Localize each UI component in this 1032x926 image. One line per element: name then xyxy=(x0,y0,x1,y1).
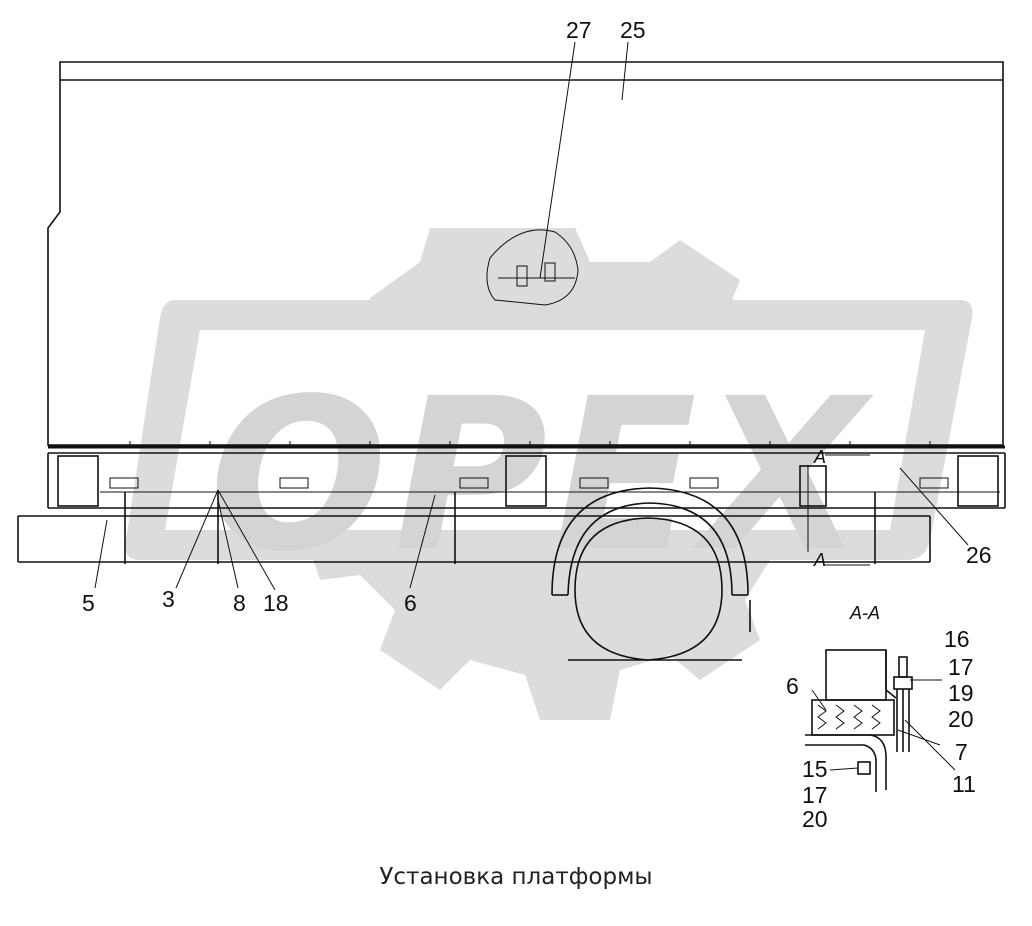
callout-6: 6 xyxy=(404,590,417,616)
section-callout-16: 16 xyxy=(944,626,970,652)
tarp-panel xyxy=(47,61,1004,446)
section-callout-17-top: 17 xyxy=(948,654,974,680)
section-marker-top: A xyxy=(813,447,826,467)
callout-5: 5 xyxy=(82,590,95,616)
section-callout-17-bottom: 17 xyxy=(802,782,828,808)
callout-25: 25 xyxy=(620,17,646,43)
section-title: A-A xyxy=(849,603,880,623)
callout-27: 27 xyxy=(566,17,592,43)
leader-lines-main xyxy=(94,41,969,591)
watermark-logo: ОРЕХ xyxy=(125,228,973,720)
section-detail: A-A 16 17 19 20 xyxy=(786,603,976,832)
main-callouts: 27 25 26 5 3 8 18 6 xyxy=(82,17,992,616)
section-callout-11: 11 xyxy=(952,771,976,797)
section-callout-6: 6 xyxy=(786,673,799,699)
callout-8: 8 xyxy=(233,590,246,616)
section-callout-20-bottom: 20 xyxy=(802,806,828,832)
wheel-and-fender xyxy=(551,487,751,661)
section-callout-19: 19 xyxy=(948,680,974,706)
callout-26: 26 xyxy=(966,542,992,568)
section-callout-20-top: 20 xyxy=(948,706,974,732)
section-callout-7: 7 xyxy=(955,739,968,765)
figure-caption: Установка платформы xyxy=(379,864,653,890)
callout-3: 3 xyxy=(162,586,175,612)
chassis-frame xyxy=(17,492,931,564)
section-marker-bottom: A xyxy=(813,550,826,570)
callout-18: 18 xyxy=(263,590,289,616)
section-cut-marks: A A xyxy=(807,447,870,570)
watermark-text: ОРЕХ xyxy=(209,353,874,598)
platform-side-board xyxy=(47,441,1006,509)
section-callout-15: 15 xyxy=(802,756,828,782)
